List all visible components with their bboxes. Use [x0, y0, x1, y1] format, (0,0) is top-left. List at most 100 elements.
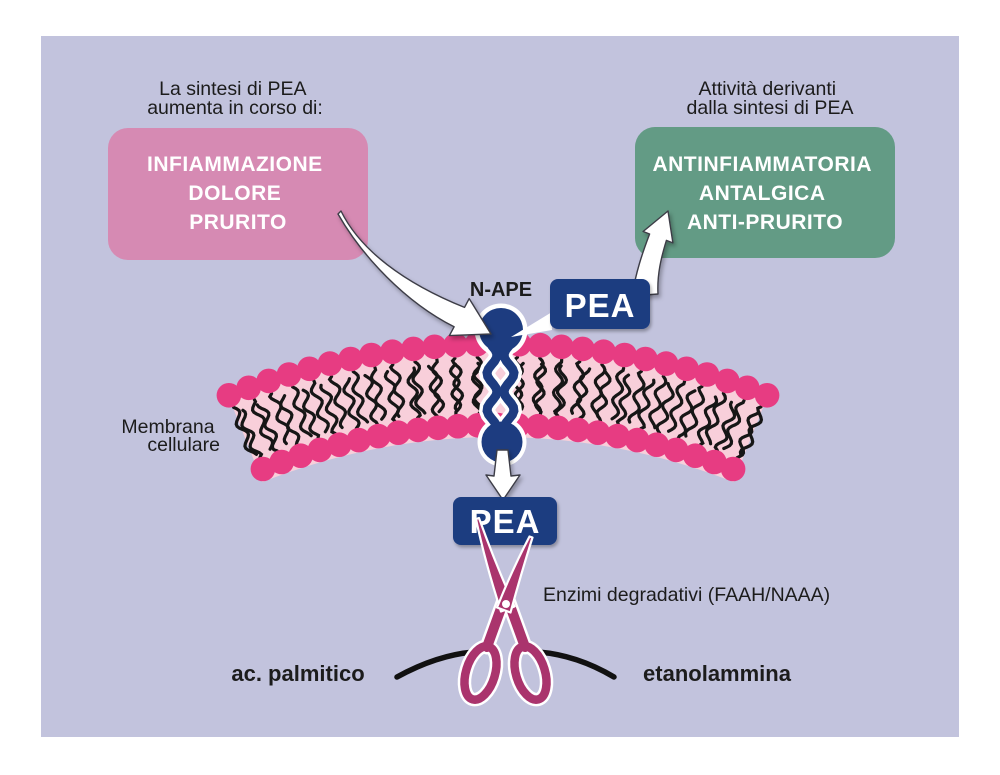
lipid-head	[653, 351, 679, 376]
lipid-tail	[411, 360, 427, 415]
lipid-tail	[531, 356, 545, 412]
lipid-tail	[735, 410, 761, 460]
condition-item: INFIAMMAZIONE	[147, 153, 323, 176]
lipid-head	[754, 383, 780, 408]
lipid-head	[385, 420, 411, 446]
lipid-head	[525, 413, 551, 439]
strand-right	[535, 649, 617, 680]
lipid-head	[605, 423, 630, 449]
lipid-head	[269, 449, 295, 475]
arrow-membrane-to-pea-icon	[485, 449, 521, 501]
lipid-head	[644, 432, 669, 458]
lipid-tail	[267, 392, 291, 446]
lipid-tail	[327, 375, 348, 430]
lipid-head	[570, 336, 595, 362]
lipid-head	[663, 437, 689, 463]
lipid-head	[216, 383, 242, 408]
lipid-tail	[363, 373, 379, 426]
activity-item: ANTI-PRURITO	[687, 211, 843, 234]
caption-line: dalla sintesi di PEA	[687, 97, 854, 119]
lipid-tail	[667, 380, 687, 433]
lipid-tail	[655, 382, 675, 435]
lipid-head	[366, 423, 391, 449]
lipid-tail	[738, 405, 764, 457]
membrane-label-line: Membrana	[121, 416, 214, 438]
lipid-head	[380, 339, 405, 365]
lipid-tail	[553, 364, 569, 418]
arrow-pea-to-activities-icon	[631, 210, 674, 297]
pea-callout-pointer	[511, 312, 552, 337]
lipid-tail	[627, 369, 646, 424]
lipid-tail	[278, 394, 301, 446]
lipid-head	[297, 356, 322, 382]
molecule-head-top	[479, 308, 523, 352]
caption-synthesis-increase: La sintesi di PEA aumenta in corso di:	[147, 78, 323, 119]
lipid-tail	[551, 358, 565, 413]
activities-box	[635, 127, 895, 258]
lipid-head	[565, 417, 591, 443]
arrow-conditions-to-membrane-icon	[337, 210, 492, 337]
lipid-head	[624, 427, 650, 453]
lipid-head	[549, 334, 574, 360]
lipid-head	[545, 415, 571, 441]
molecule-tail	[482, 341, 502, 435]
lipid-head	[422, 334, 447, 360]
activity-item: ANTALGICA	[699, 182, 825, 205]
lipid-head	[359, 342, 384, 368]
lipid-tail	[569, 360, 586, 415]
molecule-head-bottom	[481, 421, 523, 463]
lipid-tail	[427, 364, 441, 418]
molecule-tail	[499, 341, 519, 435]
lipid-tail	[637, 378, 656, 431]
lipid-head	[256, 368, 282, 394]
lipid-head	[445, 413, 471, 439]
lipid-head	[317, 351, 343, 376]
lipid-tail	[351, 370, 370, 424]
lipid-head	[633, 346, 658, 372]
caption-line: La sintesi di PEA	[159, 78, 306, 100]
condition-item: PRURITO	[189, 211, 287, 234]
scissors-icon	[457, 516, 554, 707]
lipid-head	[702, 449, 727, 475]
lipid-tail	[448, 362, 463, 416]
lipid-tail	[615, 373, 632, 426]
conditions-box	[108, 128, 368, 260]
lipid-head	[276, 362, 302, 387]
lipid-head	[694, 362, 720, 387]
lipid-tail	[722, 398, 746, 451]
lipid-head	[288, 443, 314, 469]
lipid-head	[346, 427, 372, 453]
lipid-tail	[595, 369, 612, 423]
lipid-head	[327, 432, 352, 458]
lipid-head	[612, 342, 637, 368]
lipid-head	[585, 420, 611, 446]
product-right-label: etanolammina	[643, 661, 792, 686]
lipid-tail	[533, 362, 548, 416]
enzymes-label: Enzimi degradativi (FAAH/NAAA)	[543, 584, 830, 606]
lipid-tail	[575, 367, 592, 420]
scissors-pivot	[502, 600, 510, 608]
lipid-tail	[610, 366, 626, 421]
scissors-handle-loop	[460, 642, 501, 704]
conditions-text: INFIAMMAZIONE DOLORE PRURITO	[147, 153, 329, 234]
lipid-head	[683, 443, 708, 469]
lipid-tail	[369, 366, 388, 421]
lipid-head	[401, 336, 426, 362]
lipid-tail	[713, 400, 737, 452]
lipid-tail	[383, 370, 401, 423]
strand-left	[394, 649, 477, 680]
lipid-head	[528, 332, 553, 358]
lipid-tail	[301, 388, 321, 440]
scissors-handle-loop	[510, 642, 551, 704]
condition-item: DOLORE	[188, 182, 281, 205]
lipid-tail	[309, 379, 330, 434]
caption-activities: Attività derivanti dalla sintesi di PEA	[687, 78, 854, 119]
lipid-head	[720, 456, 746, 482]
lipid-head	[405, 417, 431, 443]
lipid-head	[338, 346, 363, 372]
scissors-blade	[495, 535, 534, 614]
caption-line: Attività derivanti	[698, 78, 836, 100]
lipid-head	[425, 415, 451, 441]
